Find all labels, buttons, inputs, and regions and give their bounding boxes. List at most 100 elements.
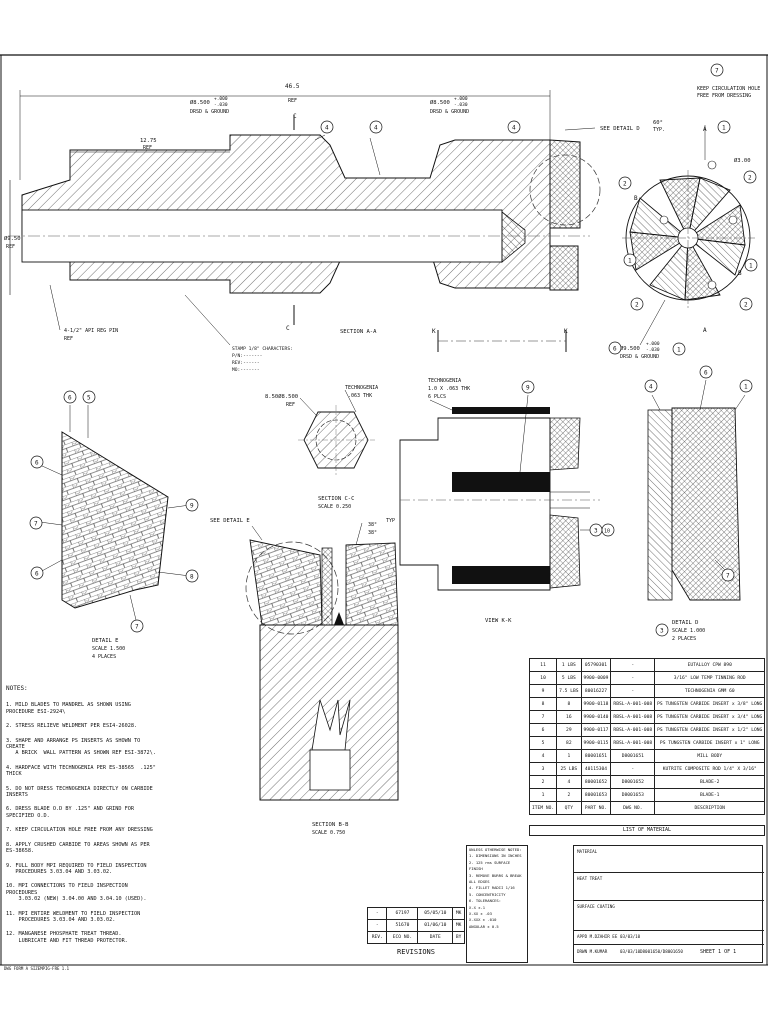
bom-cell: PS TUNGSTEN CARBIDE INSERT x 1/2" LONG <box>654 723 766 737</box>
section-cc-scale: SCALE 0.250 <box>318 504 351 510</box>
svg-text:6: 6 <box>35 571 39 578</box>
title-block-surface: SURFACE COATING <box>577 904 615 909</box>
balloon: 7 <box>710 63 724 77</box>
tolerance-line: X.XXX ± .010 <box>469 917 497 923</box>
bom-cell: MILL BODY <box>654 749 766 763</box>
bom-cell: 1 <box>528 788 558 802</box>
bom-cell: 5 LBS <box>556 671 582 685</box>
svg-text:1: 1 <box>628 258 632 265</box>
end-od-note: DRSD & GROUND <box>620 354 659 360</box>
revision-cell: - <box>366 919 388 932</box>
right-od-tol-plus: +.000 <box>454 96 468 102</box>
section-cc-view <box>298 389 375 475</box>
balloon: 3 <box>655 623 669 637</box>
svg-text:3: 3 <box>660 628 664 635</box>
svg-text:8: 8 <box>190 574 194 581</box>
bom-cell: 25 LBS <box>556 762 582 776</box>
tolerance-line: X.X ±.1 <box>469 904 486 910</box>
left-od-dim-950: Ø9.50 <box>4 235 21 242</box>
bom-cell: BLADE-2 <box>654 775 766 789</box>
detail-d-title: DETAIL D <box>672 620 699 626</box>
svg-text:10: 10 <box>604 529 610 535</box>
revisions-title: REVISIONS <box>397 948 435 956</box>
bom-cell: 4 <box>556 775 582 789</box>
bom-cell: - <box>610 658 656 672</box>
title-block-appd: APPD M.DZAHIR EE <box>577 934 618 939</box>
bom-cell: EUTALLOY CPW 890 <box>654 658 766 672</box>
left-od-tol-minus: -.030 <box>214 102 228 108</box>
balloon: 7 <box>721 568 735 582</box>
tolerance-line: 2. 125 rms SURFACE FINISH <box>469 859 511 872</box>
section-cc-dim-ref: REF <box>286 402 295 408</box>
bom-cell: 80016227 <box>580 684 612 698</box>
title-block-dwg-no: D8001650/D8001650 <box>640 949 683 954</box>
stamp-line-1: STAMP 1/8" CHARACTERS: <box>232 346 293 352</box>
notes-title: NOTES: <box>6 685 28 692</box>
dim-12-75-ref: REF <box>143 145 152 151</box>
end-view-label-b-right: B <box>738 270 742 277</box>
section-cc-dim: 8.50Ø8.500 <box>265 393 298 400</box>
balloon: 9 <box>521 380 535 394</box>
bom-cell: RBSL-A-001-008 <box>610 723 656 737</box>
bom-cell: - <box>610 762 656 776</box>
end-view-label-b-left: B <box>634 195 638 202</box>
balloon: 4 <box>644 379 658 393</box>
svg-text:1: 1 <box>749 263 753 270</box>
right-od-dim: Ø8.500 <box>430 99 450 106</box>
bom-cell: PS TUNGSTEN CARBIDE INSERT x 3/8" LONG <box>654 697 766 711</box>
balloon: 4 <box>369 120 383 134</box>
tolerance-line: UNLESS OTHERWISE NOTED: <box>469 847 522 852</box>
bom-header-cell: DWG NO. <box>610 801 656 815</box>
note-item: 8. APPLY CRUSHED CARBIDE TO AREAS SHOWN … <box>6 841 153 855</box>
revision-cell: 05/05/10 <box>417 907 454 920</box>
bom-cell: PS TUNGSTEN CARBIDE INSERT x 3/4" LONG <box>654 710 766 724</box>
svg-text:7: 7 <box>34 521 38 528</box>
svg-text:6: 6 <box>68 395 72 402</box>
svg-text:7: 7 <box>715 68 719 75</box>
bom-cell: 80001651 <box>580 749 612 763</box>
revision-cell: MK <box>452 907 465 920</box>
balloon: 6 <box>608 341 622 355</box>
bom-cell: 4 <box>528 749 558 763</box>
bom-header-cell: QTY <box>556 801 582 815</box>
svg-text:6: 6 <box>613 346 617 353</box>
section-cc-title: SECTION C-C <box>318 496 354 502</box>
revision-cell: 01/06/10 <box>417 919 454 932</box>
balloon: 2 <box>743 170 757 184</box>
tolerance-line: 4. FILLET RADII 1/16 <box>469 885 515 891</box>
tolerance-block: UNLESS OTHERWISE NOTED: 1. DIMENSIONS IN… <box>466 845 528 963</box>
tolerance-line: 3. REMOVE BURRS & BREAK <box>469 872 522 878</box>
tolerance-line: 1. DIMENSIONS IN INCHES <box>469 853 522 859</box>
svg-text:9: 9 <box>190 503 194 510</box>
balloon: 1 <box>672 342 686 356</box>
left-od-tol-plus: +.000 <box>214 96 228 102</box>
tolerance-line: X.XX ± .03 <box>469 911 492 917</box>
bom-cell: 29 <box>556 723 582 737</box>
title-block-heat-treat: HEAT TREAT <box>577 876 603 881</box>
cut-k-left: K <box>432 328 436 335</box>
revision-header-cell: REV. <box>366 931 388 944</box>
view-kk-title: VIEW K-K <box>485 618 512 624</box>
note-item: 7. KEEP CIRCULATION HOLE FREE FROM ANY D… <box>6 827 153 834</box>
balloon: 7 <box>29 516 43 530</box>
bom-cell: 16 <box>556 710 582 724</box>
balloon: 6 <box>63 390 77 404</box>
left-od-callout: Ø8.500 +.000 -.030 DRSD & GROUND <box>190 96 229 115</box>
note-item: 9. FULL BODY MPI REQUIRED TO FIELD INSPE… <box>6 862 147 875</box>
detail-e-typ: TYP <box>386 518 395 524</box>
right-od-note: DRSD & GROUND <box>430 109 469 115</box>
balloon: 2 <box>618 176 632 190</box>
revision-header-cell: DATE <box>417 931 454 944</box>
balloon: 9 <box>185 498 199 512</box>
note-item: 6. DRESS BLADE O.D BY .125" AND GRIND FO… <box>6 806 138 819</box>
detail-e-title: DETAIL E <box>92 638 119 644</box>
revision-cell: - <box>366 907 388 920</box>
bom-cell: 3/16" LOW TEMP TINNING ROD <box>654 671 766 685</box>
end-od-tol-plus: +.000 <box>646 341 660 347</box>
